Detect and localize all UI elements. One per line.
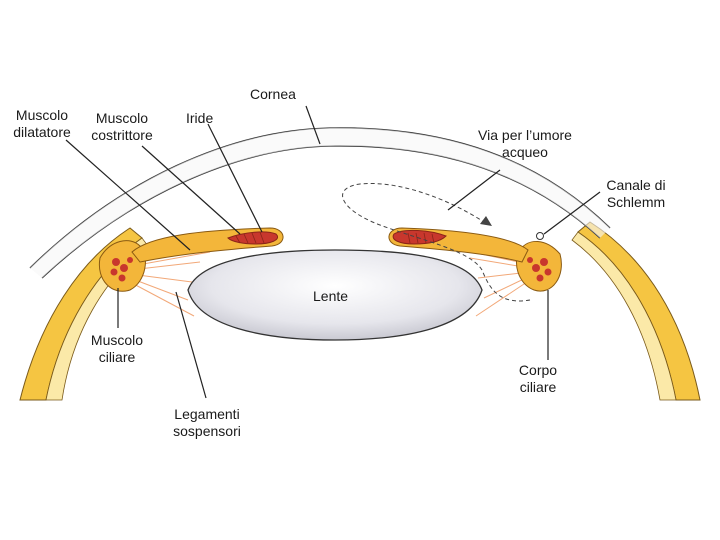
label-muscolo-costrittore: Muscolo costrittore (84, 110, 160, 144)
sclera-right-inner (571, 231, 677, 401)
sclera-left-inner (45, 237, 149, 401)
ciliary-muscle-right (527, 257, 552, 282)
ciliary-muscle-left (110, 257, 133, 282)
label-via-umore-line2: acqueo (502, 144, 548, 160)
label-muscolo-ciliare-line1: Muscolo (90, 332, 144, 348)
label-via-umore-acqueo: Via per l’umore acqueo (464, 127, 586, 161)
aqueous-arrowhead (480, 216, 492, 226)
dilator-muscle-left-lines (235, 231, 265, 244)
label-muscolo-dilatatore: Muscolo dilatatore (6, 107, 78, 141)
label-cornea: Cornea (250, 86, 296, 102)
label-canale-schlemm-line2: Schlemm (606, 194, 666, 210)
label-iride: Iride (186, 110, 214, 126)
leader-lines (65, 105, 601, 399)
cornea-inner (41, 145, 601, 279)
label-muscolo-ciliare-line2: ciliare (98, 349, 136, 365)
label-muscolo-costrittore-line1: Muscolo (95, 110, 149, 126)
constrictor-muscle-left (227, 231, 278, 245)
label-muscolo-costrittore-line2: costrittore (91, 127, 153, 143)
label-legamenti-line2: sospensori (173, 423, 241, 439)
label-corpo-ciliare-line1: Corpo (518, 362, 558, 378)
schlemm-canal (536, 232, 544, 240)
label-muscolo-ciliare: Muscolo ciliare (84, 332, 150, 366)
label-canale-schlemm: Canale di Schlemm (600, 177, 672, 211)
label-muscolo-dilatatore-line1: Muscolo (15, 107, 69, 123)
lens (187, 249, 483, 341)
label-canale-schlemm-line1: Canale di (606, 177, 666, 193)
label-corpo-ciliare: Corpo ciliare (508, 362, 568, 396)
label-corpo-ciliare-line2: ciliare (519, 379, 557, 395)
aqueous-humor-path (342, 182, 531, 302)
label-legamenti-line1: Legamenti (174, 406, 240, 422)
label-via-umore-line1: Via per l’umore (478, 127, 572, 143)
label-legamenti-sospensori: Legamenti sospensori (162, 406, 252, 440)
dilator-muscle-right-lines (407, 232, 435, 244)
label-lente: Lente (313, 288, 349, 304)
label-muscolo-dilatatore-line2: dilatatore (13, 124, 71, 140)
